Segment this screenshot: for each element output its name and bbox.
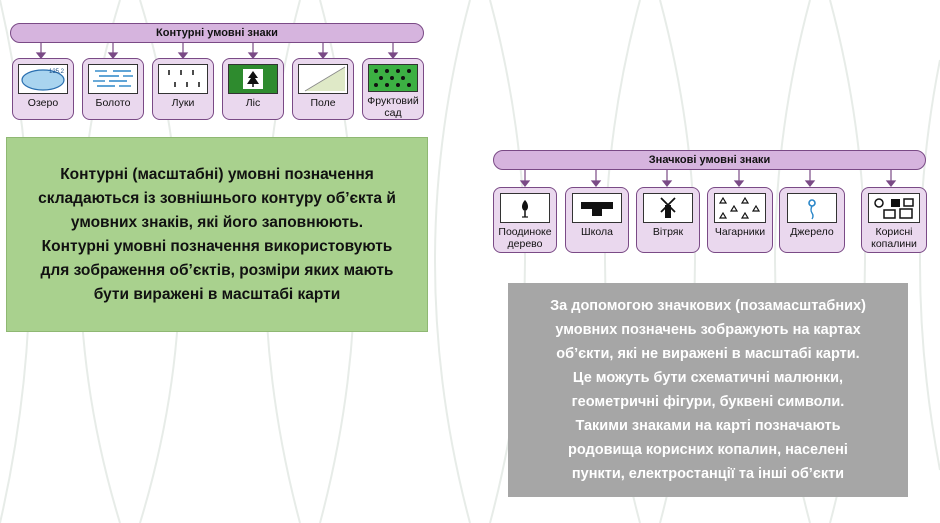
field-icon xyxy=(298,64,348,94)
minerals-icon xyxy=(868,193,920,223)
point-description: За допомогою значкових (позамасштабних) … xyxy=(508,283,908,497)
symbol-label: Озеро xyxy=(27,97,59,109)
symbol-label: Болото xyxy=(95,97,131,109)
meadow-icon xyxy=(158,64,208,94)
point-connector-lines xyxy=(519,169,897,187)
symbol-label: Джерело xyxy=(790,226,834,238)
symbol-swamp: Болото xyxy=(82,58,144,120)
symbol-spring: Джерело xyxy=(779,187,845,253)
symbol-orchard: Фруктовий сад xyxy=(362,58,424,120)
shrubs-icon xyxy=(714,193,766,223)
symbol-label: Поодиноке дерево xyxy=(498,226,552,250)
lake-depth-mark: 125,2 xyxy=(49,69,65,75)
symbol-label: Чагарники xyxy=(714,226,766,238)
swamp-icon xyxy=(88,64,138,94)
windmill-icon xyxy=(643,193,693,223)
single-tree-icon xyxy=(500,193,550,223)
symbol-field: Поле xyxy=(292,58,354,120)
symbol-label: Луки xyxy=(171,97,195,109)
contour-signs-title: Контурні умовні знаки xyxy=(10,23,424,43)
orchard-icon xyxy=(368,64,418,92)
symbol-label: Школа xyxy=(581,226,613,238)
symbol-forest: Ліс xyxy=(222,58,284,120)
symbol-label: Корисні копалини xyxy=(871,226,917,250)
symbol-windmill: Вітряк xyxy=(636,187,700,253)
symbol-label: Фруктовий сад xyxy=(367,95,419,119)
symbol-minerals: Корисні копалини xyxy=(861,187,927,253)
symbol-label: Ліс xyxy=(245,97,261,109)
symbol-label: Поле xyxy=(310,97,336,109)
spring-icon xyxy=(787,193,837,223)
point-signs-title: Значкові умовні знаки xyxy=(493,150,926,170)
school-icon xyxy=(572,193,622,223)
symbol-lake: 125,2 Озеро xyxy=(12,58,74,120)
lake-icon: 125,2 xyxy=(18,64,68,94)
symbol-shrubs: Чагарники xyxy=(707,187,773,253)
symbol-label: Вітряк xyxy=(652,226,684,238)
contour-description: Контурні (масштабні) умовні позначення с… xyxy=(6,137,428,332)
symbol-school: Школа xyxy=(565,187,629,253)
forest-icon xyxy=(228,64,278,94)
symbol-single-tree: Поодиноке дерево xyxy=(493,187,557,253)
contour-connector-lines xyxy=(35,42,399,59)
symbol-meadow: Луки xyxy=(152,58,214,120)
